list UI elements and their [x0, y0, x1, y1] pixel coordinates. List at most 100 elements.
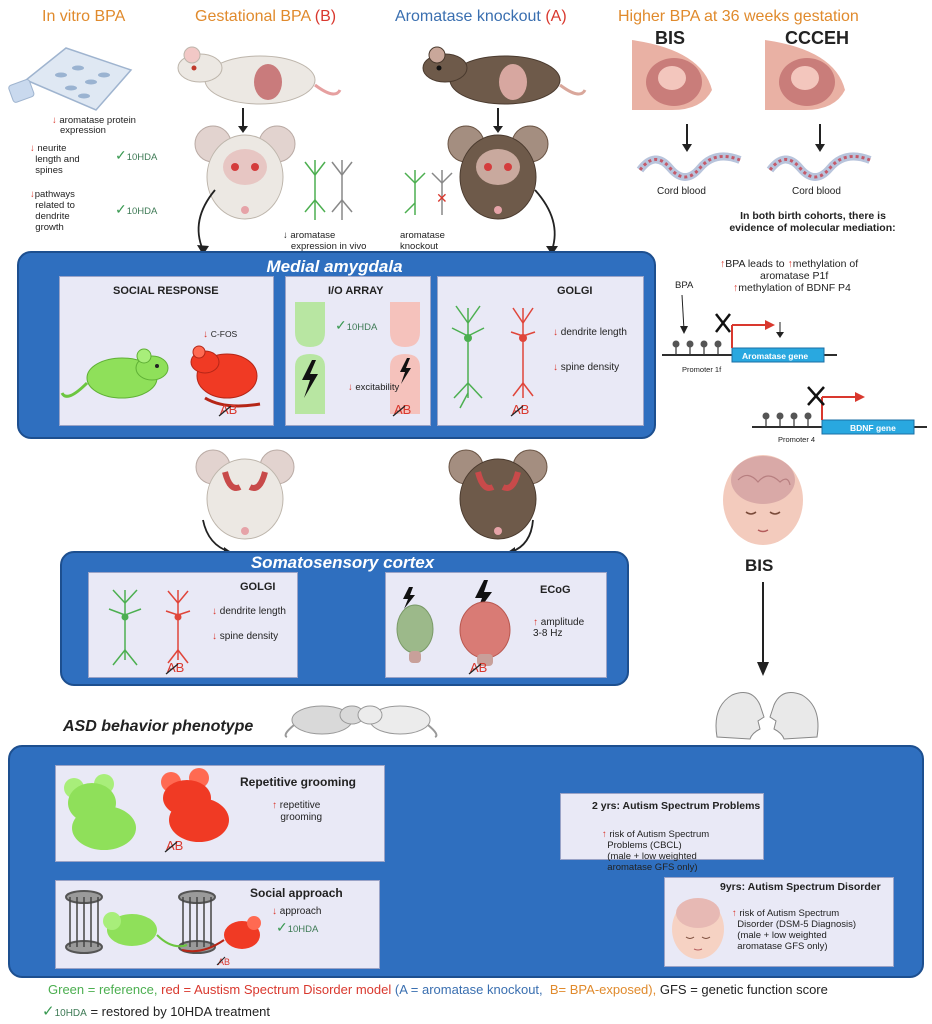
synapse-model-icon [390, 302, 420, 414]
legend-restored-tag: 10HDA [54, 1008, 87, 1019]
grooming-text: ↑ repetitive grooming [272, 800, 323, 823]
two-years-card [560, 793, 764, 860]
ab-strike-7 [216, 956, 226, 966]
ecog-title: ECoG [540, 584, 571, 596]
bdnf-gene-label: BDNF gene [850, 423, 896, 433]
neuron-pair-icon-2: ✕ [404, 170, 453, 215]
grooming-title: Repetitive grooming [240, 775, 357, 789]
social-approach-title: Social approach [250, 886, 343, 900]
golgi-title: GOLGI [557, 285, 593, 297]
approach-text: ↓ approach [272, 906, 322, 917]
legend-gfs: GFS = genetic function score [659, 982, 828, 997]
methylation-line-2: aromatase P1f [760, 270, 829, 282]
legend-paren: ( [394, 982, 400, 997]
evidence-line-1: In both birth cohorts, there is [740, 210, 886, 222]
mouse-head-white-icon [194, 125, 296, 220]
medial-amygdala-title: Medial amygdala [266, 257, 403, 276]
ab-strike-4 [165, 663, 179, 675]
facing-heads-icon [715, 692, 819, 740]
arrow-down-3 [682, 124, 692, 152]
pregnant-mouse-white-icon [177, 46, 342, 105]
cell-flask-icon [8, 47, 133, 111]
grooming-reference-mouse-icon [64, 774, 136, 850]
restored-10hda-tag: ✓10HDA [115, 147, 158, 163]
legend-line-2: ✓10HDA = restored by 10HDA treatment [42, 1003, 271, 1020]
model-mouse-icon [190, 345, 261, 408]
header-knockout: Aromatase knockout (A) [395, 8, 567, 26]
nine-years-title: 9yrs: Autism Spectrum Disorder [720, 881, 881, 893]
cord-blood-label-1: Cord blood [657, 186, 706, 197]
legend-a: A = aromatase knockout, [399, 982, 543, 997]
cortex-golgi-ab-label: AB [167, 660, 185, 675]
baby-head-icon [723, 455, 803, 545]
arrow-curve-1 [197, 189, 216, 255]
expression-text: expression [60, 125, 106, 136]
legend-restored-text: = restored by 10HDA treatment [90, 1004, 271, 1019]
amplitude-text: ↑ amplitude [533, 617, 585, 628]
arrow-down-long [757, 582, 769, 676]
bis-title: BIS [655, 28, 686, 48]
pregnant-mouse-brown-icon [422, 46, 587, 105]
two-years-title: 2 yrs: Autism Spectrum Problems [592, 800, 761, 812]
amy-spine-text: ↓ spine density [553, 362, 620, 373]
brain-reference-icon [396, 587, 434, 663]
nine-years-text: ↑ risk of Autism Spectrum Disorder (DSM-… [732, 908, 857, 952]
cortex-golgi-card [88, 572, 298, 678]
reference-mouse-icon [60, 348, 169, 399]
mouse-head-brown-icon [447, 125, 549, 220]
mouse-head-white-mid-icon [195, 449, 295, 540]
cfos-text: ↓ C-FOS [203, 329, 238, 340]
somatosensory-title: Somatosensory cortex [250, 553, 435, 572]
io-ab-label: AB [394, 402, 412, 417]
cortex-spine-text: ↓ spine density [212, 631, 279, 642]
brain-model-icon [459, 580, 511, 666]
promoter-1f-label: Promoter 1f [682, 365, 722, 374]
ab-strike-5 [468, 663, 482, 675]
header-knockout-text: Aromatase knockout [395, 8, 541, 25]
io-restored-tag: ✓10HDA [335, 317, 378, 333]
amplitude-range-text: 3-8 Hz [533, 628, 563, 639]
aromatase-protein-text: ↓ aromatase protein [52, 115, 136, 126]
arrow-curve-2 [534, 189, 558, 255]
header-higher-bpa: Higher BPA at 36 weeks gestation [618, 8, 859, 25]
approach-ab-label: AB [218, 957, 231, 967]
two-mice-icon [284, 705, 438, 738]
legend-line-1: Green = reference, red = Austism Spectru… [48, 982, 828, 997]
ab-strike-1 [218, 405, 232, 417]
neurite-text: ↓ neurite length and spines [30, 143, 80, 176]
aromatase-gene-diagram [662, 294, 837, 363]
evidence-line-2: evidence of molecular mediation: [729, 222, 896, 234]
ab-strike-3 [510, 405, 524, 417]
cortex-neuron-model-icon [165, 590, 191, 664]
asd-title: ASD behavior phenotype [63, 718, 254, 735]
cage-mice-icon [65, 890, 261, 954]
legend-red: red = Austism Spectrum Disorder model [161, 982, 392, 997]
pathways-text: ↓pathways related to dendrite growth [30, 189, 75, 233]
cortex-golgi-title: GOLGI [240, 581, 276, 593]
promoter-4-label: Promoter 4 [778, 435, 816, 444]
header-knockout-a: (A) [545, 8, 567, 25]
mouse-head-brown-mid-icon [448, 449, 548, 540]
ccceh-title: CCCEH [785, 28, 850, 48]
grooming-model-mouse-icon [161, 768, 229, 842]
grooming-ab-label: AB [166, 838, 184, 853]
aromatase-gene-label: Aromatase gene [742, 351, 809, 361]
arrow-down-2 [493, 108, 503, 133]
bpa-label: BPA [675, 280, 694, 291]
cortex-dendrite-text: ↓ dendrite length [212, 606, 286, 617]
bis-label: BIS [745, 556, 774, 575]
ab-strike-6 [164, 841, 178, 853]
pregnant-belly-ccceh-icon [765, 40, 845, 110]
methylation-line-3: ↑methylation of BDNF P4 [733, 282, 851, 294]
aromatase-vivo-text: ↓ aromatase expression in vivo [283, 230, 367, 252]
ecog-ab-label: AB [470, 660, 488, 675]
neuron-reference-icon [451, 305, 485, 409]
restored-10hda-tag-2: ✓10HDA [115, 201, 158, 217]
bdnf-gene-diagram [752, 386, 927, 435]
ab-strike-2 [392, 405, 406, 417]
neuron-model-icon [510, 307, 536, 398]
synapse-reference-icon [295, 302, 325, 414]
legend-b: B= BPA-exposed), [549, 982, 657, 997]
two-years-text: ↑ risk of Autism Spectrum Problems (CBCL… [602, 829, 710, 873]
